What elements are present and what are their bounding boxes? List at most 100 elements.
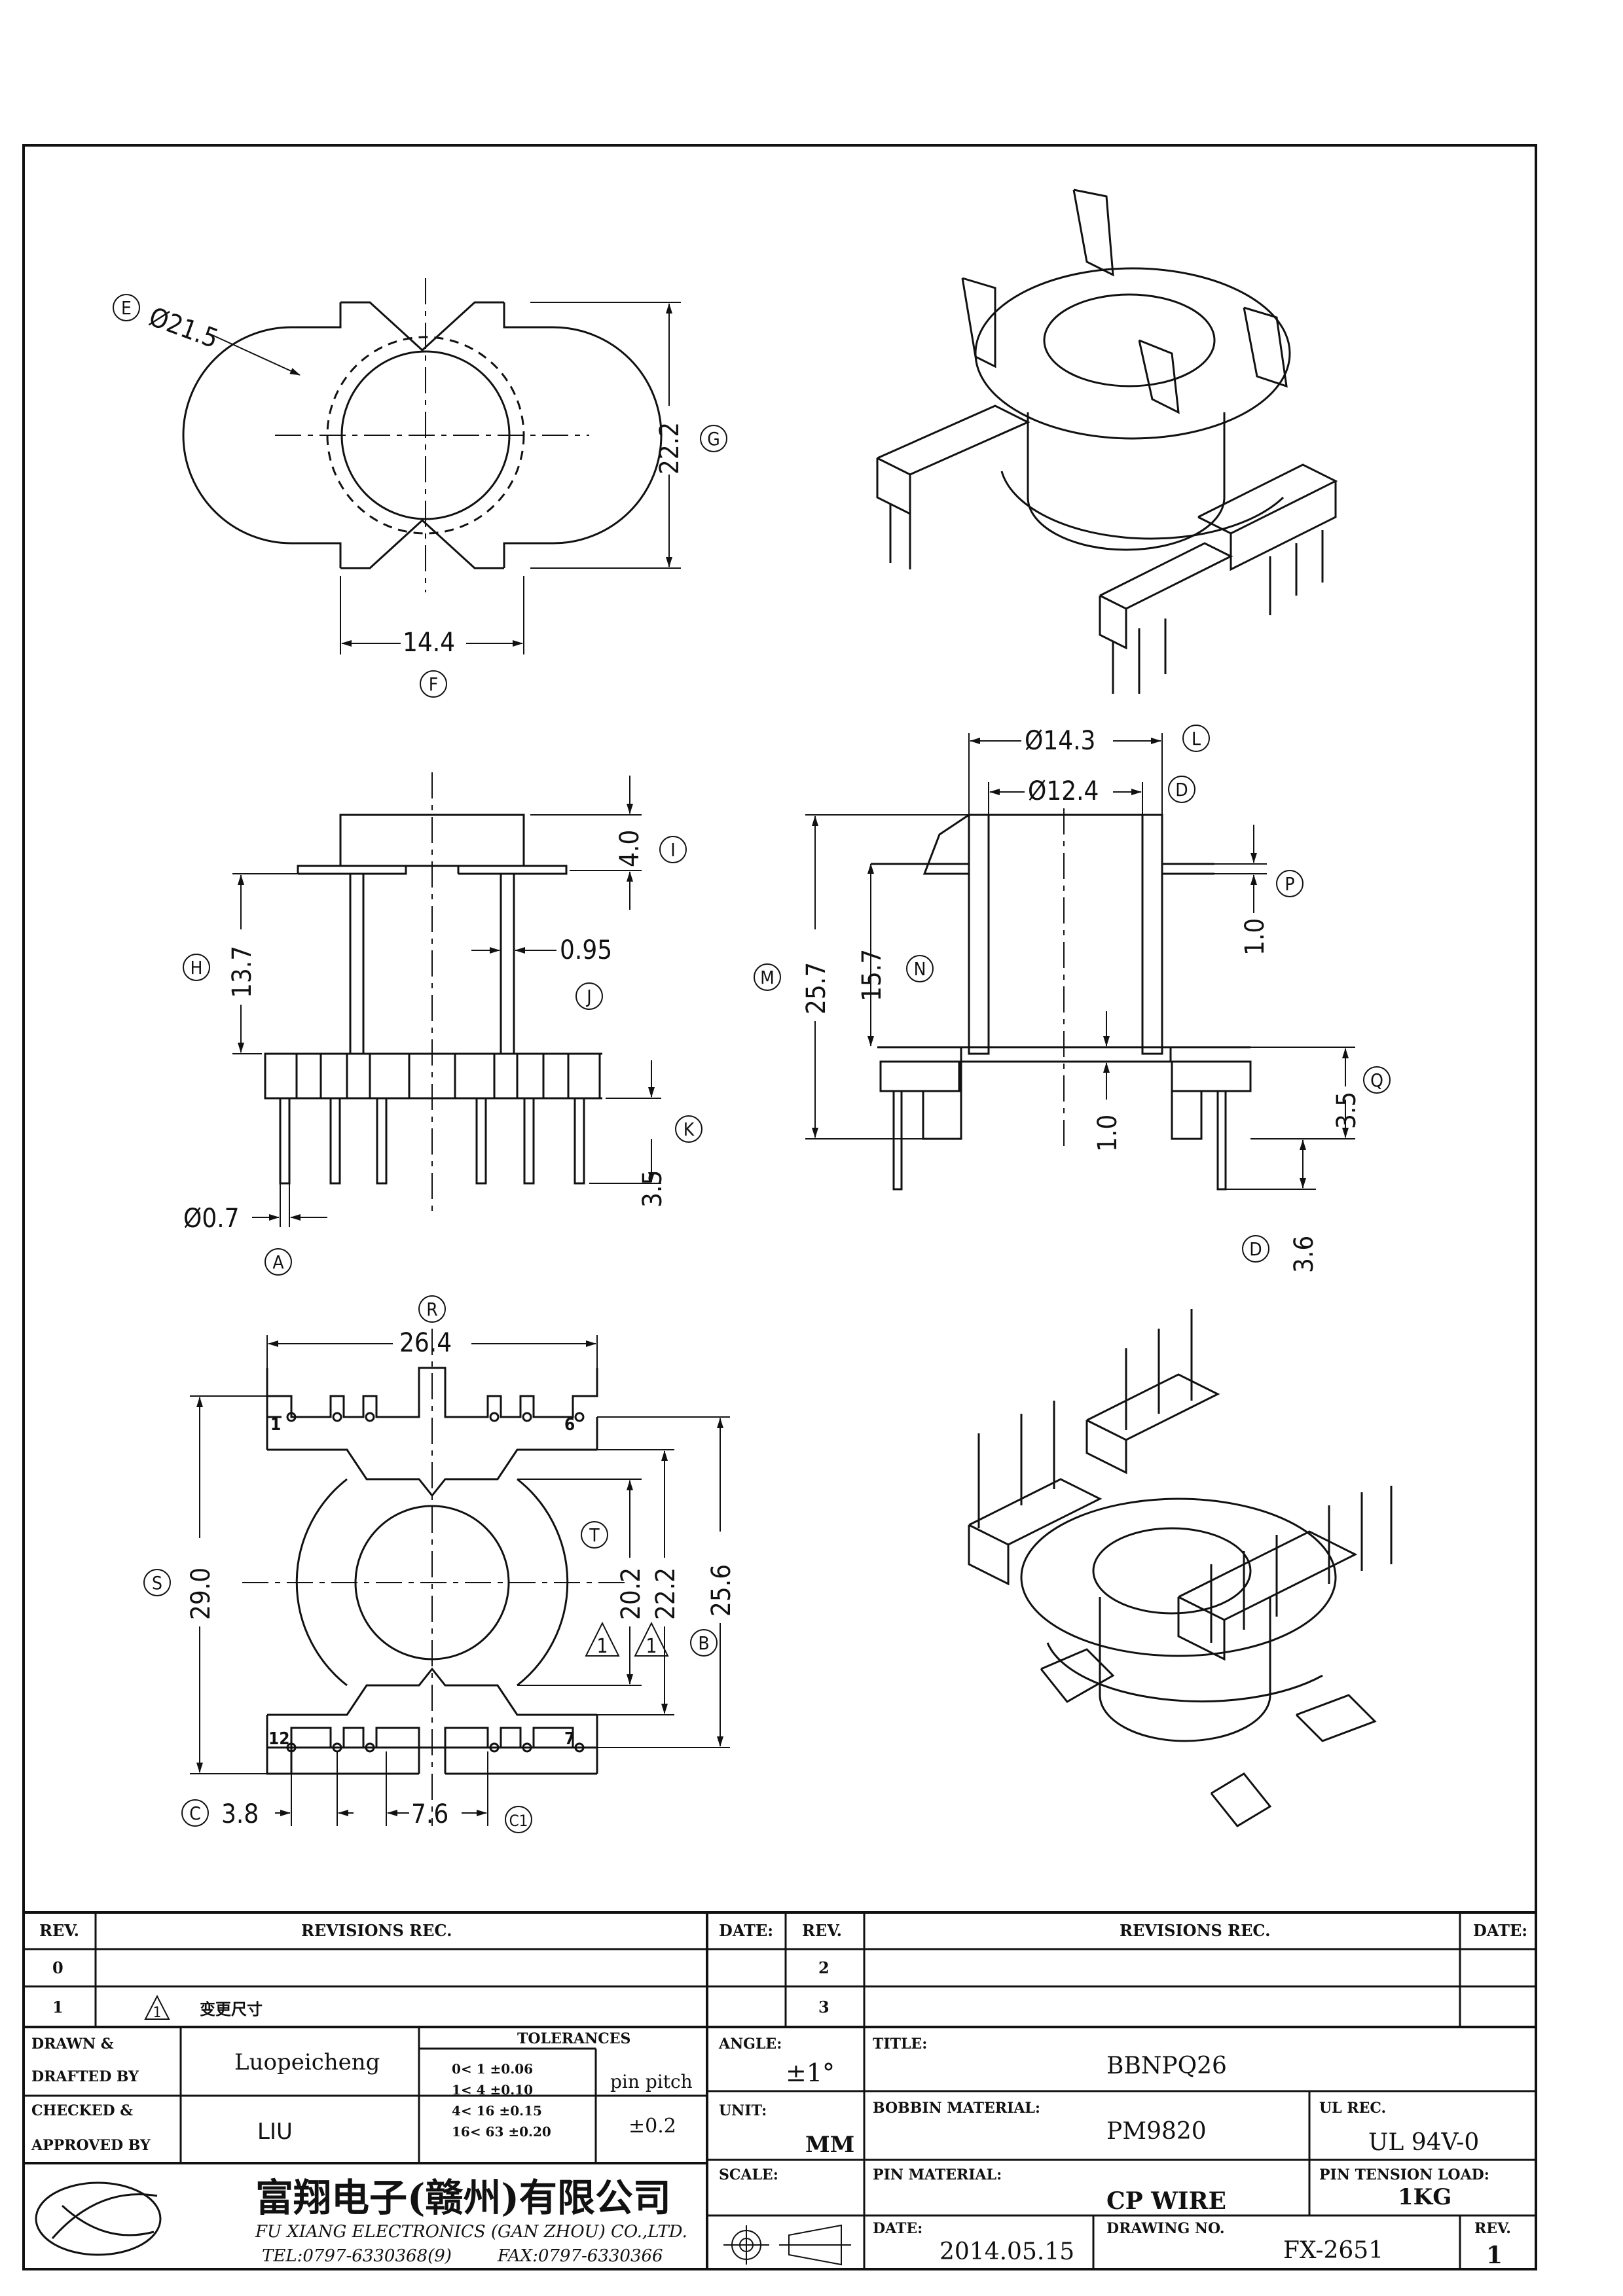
drawing-no-label: DRAWING NO. [1106,2220,1225,2237]
marker-Q: Q [1370,1069,1383,1091]
tol-row-2: 1< 4 ±0.10 [452,2082,533,2098]
marker-E: E [121,297,132,319]
marker-R: R [426,1299,438,1320]
drawn-label-1: DRAWN & [31,2036,114,2053]
pin-7-label: 7 [564,1729,575,1749]
isometric-view-top[interactable] [876,188,1338,694]
top-view [113,278,727,698]
pin-tension-label: PIN TENSION LOAD: [1319,2166,1489,2183]
company-fax: FAX:0797-6330366 [497,2246,663,2266]
dim-D: Ø12.4 [1028,776,1099,806]
marker-N: N [914,958,926,980]
dim-H: 13.7 [227,946,257,998]
rev-flag-1: 1 [596,1635,608,1658]
dim-base-thickness: 1.0 [1093,1115,1123,1152]
marker-M: M [760,967,775,988]
front-view [183,772,702,1276]
checked-label-1: CHECKED & [31,2102,133,2119]
date-header-left: DATE: [719,1921,773,1940]
rev-value: 1 [1486,2242,1503,2269]
pin-1-label: 1 [270,1415,281,1435]
rev1-note: 变更尺寸 [200,2000,263,2018]
drawing-no-value: FX-2651 [1283,2237,1383,2264]
marker-T: T [589,1524,600,1546]
tol-row-1: 0< 1 ±0.06 [452,2061,533,2077]
title-block [24,1911,1536,2269]
pin-pitch-value: ±0.2 [629,2115,676,2138]
pin-6-label: 6 [564,1415,575,1435]
marker-C1: C1 [509,1812,528,1830]
marker-A: A [272,1251,284,1273]
pin-material-value: CP WIRE [1106,2187,1226,2215]
dim-S: 29.0 [186,1568,216,1620]
date-value: 2014.05.15 [939,2238,1074,2265]
dim-C1: 7.6 [411,1799,448,1829]
dim-E: Ø21.5 [145,302,223,354]
marker-D: D [1175,779,1188,800]
angle-value: ±1° [786,2058,835,2087]
bobbin-material-value: PM9820 [1106,2118,1207,2145]
dim-K: 3.5 [638,1170,668,1208]
dim-T2: 22.2 [651,1568,681,1620]
pin-pitch-label: pin pitch [610,2071,693,2092]
dim-Q: 3.5 [1332,1092,1362,1129]
tol-row-4: 16< 63 ±0.20 [452,2124,551,2140]
marker-D-pin: D [1249,1238,1262,1260]
checked-label-2: APPROVED BY [31,2137,151,2154]
dim-M: 25.7 [801,962,831,1014]
angle-label: ANGLE: [718,2036,782,2053]
marker-H: H [191,957,203,978]
unit-value: MM [805,2132,854,2158]
rev-label: REV. [1474,2220,1511,2237]
dim-T: 20.2 [616,1568,646,1620]
dim-B: 25.6 [706,1564,737,1617]
dim-C: 3.8 [221,1799,259,1829]
marker-K: K [684,1119,695,1140]
dim-I: 4.0 [615,830,645,867]
rev-flag-2: 1 [646,1635,657,1658]
marker-B: B [698,1632,709,1654]
drawn-value: Luopeicheng [234,2049,380,2075]
revisions-header-left: REVISIONS REC. [301,1921,452,1940]
rev-row-3: 3 [818,1998,830,2017]
dim-P: 1.0 [1240,918,1270,956]
revisions-header-right: REVISIONS REC. [1120,1921,1270,1940]
isometric-view-bottom[interactable] [968,1309,1393,1827]
rev-header-left: REV. [39,1921,79,1940]
marker-I: I [670,839,675,861]
ul-label: UL REC. [1319,2100,1386,2117]
marker-C: C [189,1803,201,1824]
ul-value: UL 94V-0 [1368,2129,1479,2156]
title-value: BBNPQ26 [1106,2053,1227,2079]
dim-L: Ø14.3 [1025,726,1095,756]
dim-R: 26.4 [399,1328,452,1358]
company-name-cn: 富翔电子(赣州)有限公司 [255,2176,671,2220]
dim-G: 22.2 [655,422,685,475]
dim-N: 15.7 [857,949,887,1001]
tolerances-header: TOLERANCES [517,2030,630,2047]
sheet-border [22,144,1537,2270]
pin-tension-value: 1KG [1398,2184,1451,2210]
company-tel: TEL:0797-6330368(9) [262,2246,452,2266]
rev-header-right: REV. [802,1921,842,1940]
bottom-view [143,1295,730,1833]
unit-label: UNIT: [719,2102,767,2119]
scale-label: SCALE: [719,2166,778,2183]
title-label: TITLE: [873,2036,927,2053]
dim-J: 0.95 [560,935,612,965]
marker-F: F [429,673,439,695]
pin-12-label: 12 [268,1729,290,1749]
marker-P: P [1285,873,1294,895]
dim-D-pin: 3.6 [1289,1236,1319,1273]
dim-F: 14.4 [403,628,455,658]
bobbin-material-label: BOBBIN MATERIAL: [873,2100,1040,2117]
marker-S: S [152,1572,162,1594]
date-label: DATE: [873,2220,922,2237]
marker-J: J [585,986,591,1007]
marker-G: G [707,428,720,450]
date-header-right: DATE: [1473,1921,1527,1940]
drawn-label-2: DRAFTED BY [31,2068,139,2085]
dim-A: Ø0.7 [183,1204,240,1234]
company-name-en: FU XIANG ELECTRONICS (GAN ZHOU) CO.,LTD. [255,2222,687,2242]
